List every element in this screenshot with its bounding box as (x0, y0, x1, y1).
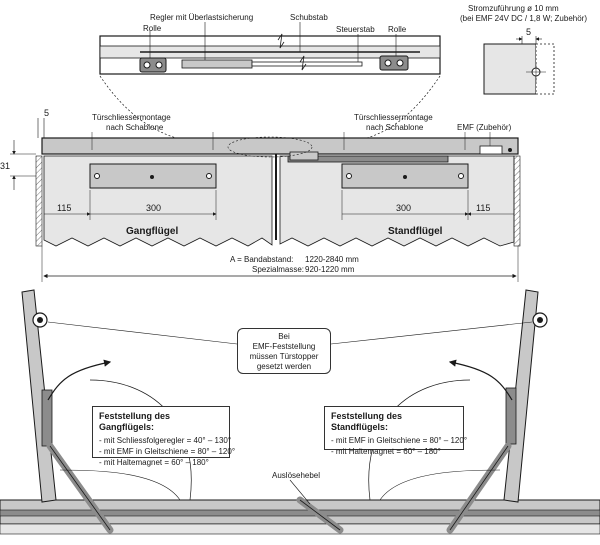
power-supply-detail: 5 Stromzuführung ø 10 mm (bei EMF 24V DC… (460, 4, 587, 95)
slide-rail-detail: Rolle Regler mit Überlastsicherung Schub… (99, 13, 441, 151)
label-ausloesehebel: Auslösehebel (272, 471, 320, 480)
label-gangfluegel: Gangflügel (126, 226, 178, 237)
label-montage-right-1: Türschliessermontage (354, 113, 433, 122)
hold-open-gangfluegel-box: Feststellung des Gangflügels: - mit Schl… (92, 406, 235, 467)
label-regler: Regler mit Überlastsicherung (150, 13, 253, 22)
closer-right (341, 163, 469, 189)
label-spezialmasse: Spezialmasse: (252, 265, 304, 274)
gang-row-label: - mit Schliessfolgeregler (99, 436, 185, 445)
gang-row-label: - mit EMF in Gleitschiene (99, 447, 189, 456)
door-stopper-note: Bei EMF-Feststellung müssen Türstopper g… (237, 328, 331, 374)
stand-row: - mit EMF in Gleitschiene = 80° – 120° (331, 435, 467, 446)
roller-right (379, 55, 409, 71)
dim-115-left: 115 (57, 203, 71, 213)
roller-left (139, 57, 167, 73)
gang-row: - mit Haltemagnet = 60° – 180° (99, 457, 223, 468)
value-spezialmasse: 920-1220 mm (305, 265, 355, 274)
label-montage-left-2: nach Schablone (106, 123, 164, 132)
plan-view: Auslösehebel (0, 289, 600, 535)
note-line-3: müssen Türstopper (249, 352, 319, 361)
stand-row-value: = 60° – 180° (396, 447, 441, 456)
label-emf: EMF (Zubehör) (457, 123, 512, 132)
label-schubstab: Schubstab (290, 13, 328, 22)
value-bandabstand: 1220-2840 mm (305, 255, 359, 264)
label-power-line1: Stromzuführung ø 10 mm (468, 4, 559, 13)
dim-power-5: 5 (526, 27, 531, 37)
stand-row-value: = 80° – 120° (422, 436, 468, 445)
stand-row-label: - mit Haltemagnet (331, 447, 395, 456)
dim-5-left: 5 (44, 108, 49, 118)
dim-300-right: 300 (396, 203, 411, 213)
label-rolle-right: Rolle (388, 25, 407, 34)
gang-row: - mit EMF in Gleitschiene = 80° – 120° (99, 446, 235, 457)
closer-left (89, 163, 217, 189)
gang-row: - mit Schliessfolgeregler = 40° – 130° (99, 435, 231, 446)
label-rolle-left: Rolle (143, 24, 162, 33)
gang-row-value: = 80° – 120° (190, 447, 236, 456)
dim-115-right: 115 (476, 203, 490, 213)
door-leaf-left (21, 289, 114, 534)
label-standfluegel: Standflügel (388, 226, 443, 237)
label-steuerstab: Steuerstab (336, 25, 375, 34)
label-bandabstand: A = Bandabstand: (230, 255, 293, 264)
stand-title: Feststellung des Standflügels: (331, 411, 403, 432)
label-montage-right-2: nach Schablone (366, 123, 424, 132)
note-line-2: EMF-Feststellung (252, 342, 316, 351)
stand-row-label: - mit EMF in Gleitschiene (331, 436, 421, 445)
gang-title: Feststellung des Gangflügels: (99, 411, 171, 432)
label-montage-left-1: Türschliessermontage (92, 113, 171, 122)
dim-31: 31 (0, 161, 10, 171)
elevation-view: Türschliessermontage nach Schablone Türs… (0, 108, 521, 282)
dim-300-left: 300 (146, 203, 161, 213)
gang-row-value: = 60° – 180° (164, 458, 209, 467)
note-line-4: gesetzt werden (256, 362, 312, 371)
stand-row: - mit Haltemagnet = 60° – 180° (331, 446, 457, 457)
gang-row-label: - mit Haltemagnet (99, 458, 163, 467)
note-line-1: Bei (278, 332, 290, 341)
label-power-line2: (bei EMF 24V DC / 1,8 W; Zubehör) (460, 14, 587, 23)
gang-row-value: = 40° – 130° (186, 436, 232, 445)
hold-open-standfluegel-box: Feststellung des Standflügels: - mit EMF… (324, 406, 467, 456)
door-leaf-right (446, 289, 548, 534)
